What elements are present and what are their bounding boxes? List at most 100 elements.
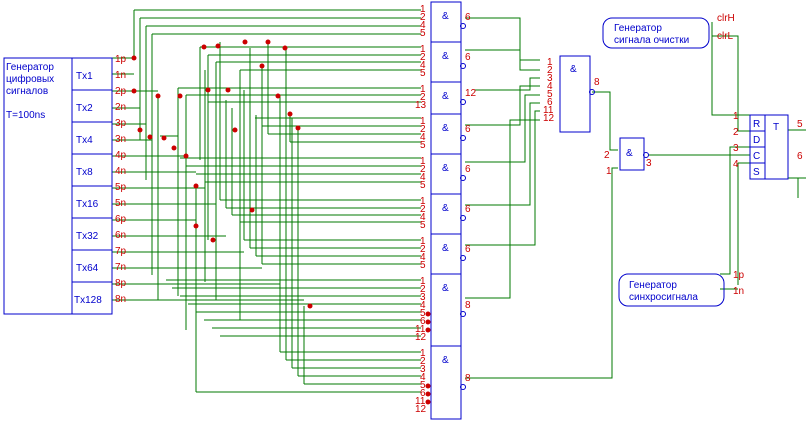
junction-dot	[205, 87, 211, 93]
junction-dot	[215, 43, 221, 49]
tap-label: Tx16	[76, 199, 99, 210]
gate-input-pin: 1	[420, 84, 426, 95]
gate-output-pin: 6	[465, 164, 471, 175]
gate-input-pin: 4	[420, 300, 426, 311]
gen-pin: 1n	[115, 70, 126, 81]
flipflop-title: T	[773, 122, 779, 133]
gen-pin: 8p	[115, 278, 127, 289]
and-gate-stack: &12456&12456&121312&12456&12456&12456&12…	[415, 1, 477, 420]
gate-input-pin: 1	[420, 348, 426, 359]
junction-dot	[210, 237, 216, 243]
gate-output-pin: 6	[465, 244, 471, 255]
junction-dot	[287, 111, 293, 117]
junction-dot	[155, 93, 161, 99]
gate-output-pin: 6	[465, 52, 471, 63]
generator-title-line2: цифровых	[6, 73, 54, 85]
gate-input-pin: 5	[420, 140, 426, 151]
gate-input-pin: 5	[420, 380, 426, 391]
junction-dot	[201, 44, 207, 50]
gate-input-pin: 6	[420, 388, 426, 399]
gate-input-pin: 1	[420, 156, 426, 167]
flipflop-pin: C	[753, 151, 760, 162]
gate-output-bubble	[460, 135, 466, 141]
junction-dot	[249, 207, 255, 213]
junction-dot	[295, 125, 301, 131]
gate-input-pin: 4	[420, 132, 426, 143]
gate-input-pin: 5	[420, 260, 426, 271]
junction-dot	[425, 319, 431, 325]
and2-input: 1	[606, 166, 612, 177]
junction-dot	[307, 303, 313, 309]
gen-pin: 6p	[115, 214, 127, 225]
gate-output-pin: 6	[465, 12, 471, 23]
sync-gen-line1: Генератор	[629, 280, 677, 291]
gen-pin: 6n	[115, 230, 126, 241]
gate-symbol: &	[442, 91, 449, 102]
gate-input-pin: 4	[420, 60, 426, 71]
gen-pin: 4n	[115, 166, 126, 177]
flipflop-pin: R	[753, 119, 760, 130]
gate-symbol: &	[442, 203, 449, 214]
gate-output-bubble	[460, 384, 466, 390]
and2-output: 3	[646, 158, 652, 169]
gen-pin: 3p	[115, 118, 127, 129]
gate-input-pin: 11	[415, 396, 426, 407]
junction-dot	[177, 93, 183, 99]
gate-input-pin: 11	[415, 324, 426, 335]
junction-dot	[232, 127, 238, 133]
junction-dot	[259, 63, 265, 69]
gate-symbol: &	[442, 243, 449, 254]
gate-symbol: &	[442, 11, 449, 22]
gate-input-pin: 12	[415, 332, 427, 343]
tap-label: Tx8	[76, 167, 93, 178]
junction-dot	[282, 45, 288, 51]
gate-output-bubble	[460, 255, 466, 261]
gen-pin: 3n	[115, 134, 126, 145]
junction-dot	[425, 383, 431, 389]
gate-input-pin: 13	[415, 100, 427, 111]
combiner-input: 12	[543, 113, 555, 124]
combiner-input: 2	[547, 65, 553, 76]
gate-output-bubble	[460, 215, 466, 221]
gate-input-pin: 4	[420, 20, 426, 31]
sync-gen-line2: синхросигнала	[629, 292, 698, 303]
junction-dot	[193, 183, 199, 189]
junction-dot	[131, 55, 137, 61]
clear-gen-line2: сигнала очистки	[614, 35, 689, 46]
gate-input-pin: 1	[420, 44, 426, 55]
tap-label: Tx1	[76, 71, 93, 82]
gate-input-pin: 1	[420, 276, 426, 287]
junction-dot	[171, 145, 177, 151]
gate-input-pin: 5	[420, 220, 426, 231]
gate-output-pin: 6	[465, 204, 471, 215]
gen-pin: 1p	[115, 54, 127, 65]
junction-dots	[131, 39, 431, 405]
gate-input-pin: 3	[420, 292, 426, 303]
t-flip-flop: T R D C S 1 2 3 4 5 6	[733, 111, 803, 180]
and2-gate: & 2 1 3	[604, 137, 652, 177]
tap-label: Tx32	[76, 231, 99, 242]
generator-title-line1: Генератор	[6, 62, 54, 73]
gate-symbol: &	[442, 51, 449, 62]
sync-generator: Генератор синхросигнала 1p 1n	[618, 270, 745, 307]
flipflop-pin: D	[753, 135, 760, 146]
combiner-input: 5	[547, 89, 553, 100]
gate-output-bubble	[460, 63, 466, 69]
clear-gen-pin-l: clrL	[717, 31, 734, 42]
junction-dot	[161, 135, 167, 141]
flipflop-input-num: 3	[733, 143, 739, 154]
gate-symbol: &	[442, 283, 449, 294]
gen-pin: 2n	[115, 102, 126, 113]
gate-input-pin: 4	[420, 212, 426, 223]
gate-output-bubble	[460, 99, 466, 105]
and2-input: 2	[604, 150, 610, 161]
gate-input-pin: 1	[420, 196, 426, 207]
junction-dot	[193, 223, 199, 229]
sync-gen-pin-n: 1n	[733, 286, 744, 297]
gate-input-pin: 4	[420, 372, 426, 383]
combiner-input: 3	[547, 73, 553, 84]
signal-generator: Генератор цифровых сигналов T=100ns Tx1 …	[3, 54, 127, 315]
gate-output-pin: 8	[465, 373, 471, 384]
combiner-input: 1	[547, 57, 553, 68]
